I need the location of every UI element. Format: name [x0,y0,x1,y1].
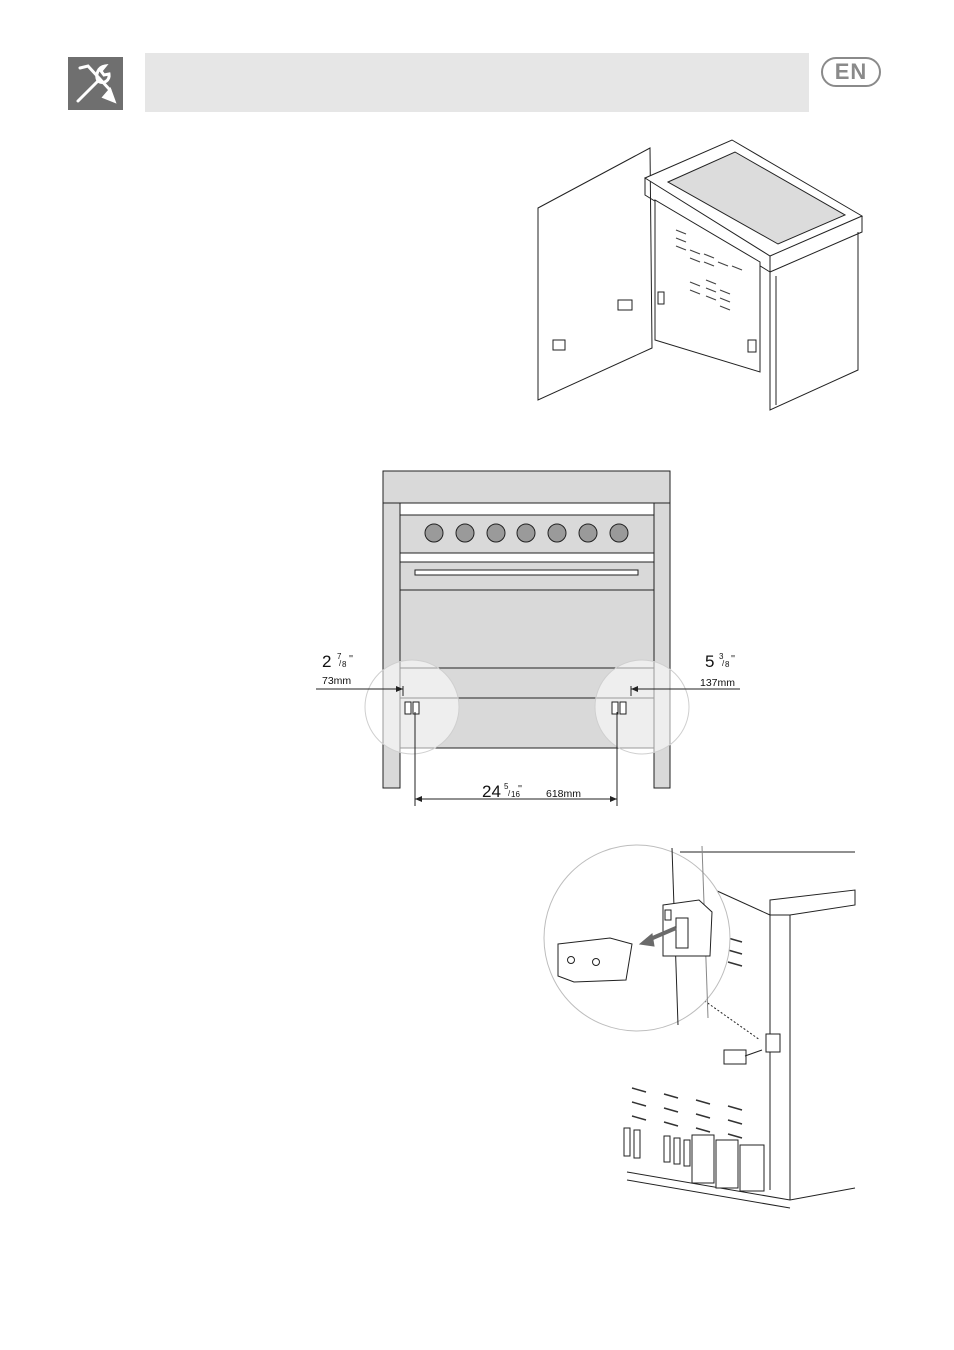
left-inch-whole: 2 [322,652,331,671]
right-inch-mark: '' [731,653,735,665]
bottom-inch-whole: 24 [482,782,501,801]
left-mm: 73mm [322,675,351,687]
right-inch-whole: 5 [705,652,714,671]
figure-front-elevation [316,471,740,806]
left-inch-den: 8 [342,660,347,669]
bottom-inch-mark: '' [518,783,522,795]
dimension-right: 5 3 / 8 '' 137mm [700,652,735,689]
figure-side-panel-isometric [538,140,862,410]
figure-bracket-detail [544,845,855,1208]
left-inch-mark: '' [349,653,353,665]
dimension-left: 2 7 / 8 '' 73mm [322,652,353,687]
dimension-bottom: 24 5 / 16 '' 618mm [482,782,581,801]
bottom-mm: 618mm [546,788,581,800]
right-inch-den: 8 [725,660,730,669]
right-mm: 137mm [700,677,735,689]
